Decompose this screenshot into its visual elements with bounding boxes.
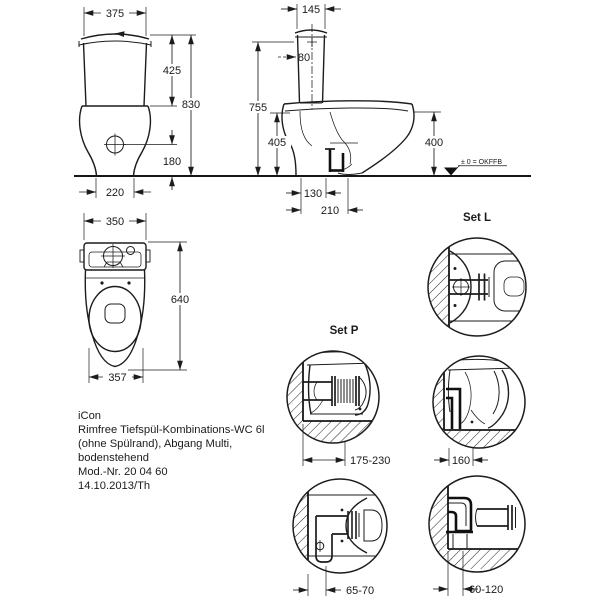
product-line4: bodenstehend xyxy=(78,452,149,464)
model-number: Mod.-Nr. 20 04 60 xyxy=(78,466,168,478)
dim-outlet-a: 130 xyxy=(304,188,322,200)
date-revision: 14.10.2013/Th xyxy=(78,480,150,492)
dim-bowl-width: 357 xyxy=(108,372,126,384)
dim-cistern-height: 425 xyxy=(163,65,181,77)
wall-outlet-circle xyxy=(428,475,526,573)
set-p-circle xyxy=(286,350,380,444)
dim-vertical-outlet: 160 xyxy=(452,455,470,467)
side-view: 80 145 755 405 400 xyxy=(244,4,507,217)
set-l-label: Set L xyxy=(463,212,491,224)
dim-outlet-height: 180 xyxy=(163,156,181,168)
product-line3: (ohne Spülrand), Abgang Multi, xyxy=(78,438,232,450)
seat-ring xyxy=(88,285,142,353)
detail-wall-outlet: 60-120 xyxy=(428,475,526,596)
top-view: 350 640 357 xyxy=(79,213,194,384)
offset-elbow-circle xyxy=(292,478,388,574)
dim-lid-height: 755 xyxy=(249,102,267,114)
detail-offset-elbow: 65-70 xyxy=(292,478,388,597)
dim-total-height: 830 xyxy=(182,99,200,111)
detail-set-p: Set P xyxy=(286,325,390,467)
title-block: iCon Rimfree Tiefspül-Kombinations-WC 6l… xyxy=(78,410,265,492)
product-name: iCon xyxy=(78,410,101,422)
dim-wall-range: 60-120 xyxy=(469,584,503,596)
set-p-label: Set P xyxy=(330,325,359,337)
front-view: 375 425 830 180 220 xyxy=(78,7,205,199)
dim-cistern-depth: 145 xyxy=(302,4,320,16)
dim-offset-range: 65-70 xyxy=(346,585,374,597)
dim-top-depth: 640 xyxy=(171,294,189,306)
dim-rear-height: 400 xyxy=(425,137,443,149)
detail-vertical-outlet: 160 xyxy=(432,355,526,467)
vertical-outlet-circle xyxy=(432,355,526,449)
floor-level-label: ± 0 = OKFFB xyxy=(461,159,502,166)
dim-button-offset: 80 xyxy=(298,52,310,64)
product-line2: Rimfree Tiefspül-Kombinations-WC 6l xyxy=(78,424,265,436)
small-button xyxy=(126,246,135,255)
dim-front-width-top: 375 xyxy=(106,8,124,20)
dim-top-width: 350 xyxy=(106,216,124,228)
dim-set-p-range: 175-230 xyxy=(350,455,390,467)
dim-front-height: 405 xyxy=(268,137,286,149)
set-l-circle xyxy=(427,237,527,337)
dim-base-width: 220 xyxy=(106,187,124,199)
dim-outlet-b: 210 xyxy=(321,205,339,217)
detail-set-l: Set L xyxy=(427,212,527,337)
